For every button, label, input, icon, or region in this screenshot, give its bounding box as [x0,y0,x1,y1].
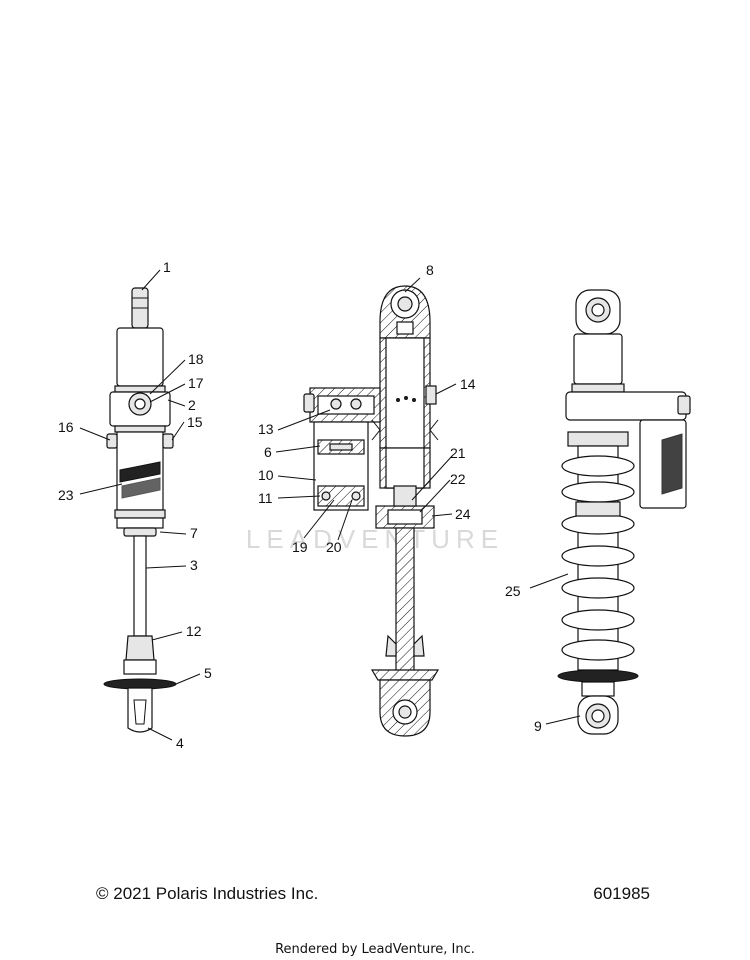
callout-14: 14 [460,376,476,392]
callout-1: 1 [163,259,171,275]
callout-25: 25 [505,583,521,599]
left-shock-assembly [103,287,177,733]
callout-6: 6 [264,444,272,460]
document-number: 601985 [593,884,650,903]
right-shock-assembly [557,289,691,735]
callout-21: 21 [450,445,466,461]
callout-2: 2 [188,397,196,413]
rendered-by-text: Rendered by LeadVenture, Inc. [275,942,475,957]
callout-12: 12 [186,623,202,639]
leader-lines [79,269,581,741]
callout-22: 22 [450,471,466,487]
watermark-text: LEADVENTURE [246,524,504,554]
callout-24: 24 [455,506,471,522]
callout-19: 19 [292,539,308,555]
callout-7: 7 [190,525,198,541]
callout-13: 13 [258,421,274,437]
center-shock-section [303,285,440,737]
callout-20: 20 [326,539,342,555]
callout-16: 16 [58,419,74,435]
callout-11: 11 [258,490,273,506]
copyright-text: © 2021 Polaris Industries Inc. [96,884,319,903]
callout-15: 15 [187,414,203,430]
callout-labels: 1 18 17 2 16 15 23 7 3 12 5 4 8 14 13 6 … [58,259,542,751]
callout-17: 17 [188,375,204,391]
callout-8: 8 [426,262,434,278]
callout-18: 18 [188,351,204,367]
callout-10: 10 [258,467,274,483]
callout-4: 4 [176,735,184,751]
callout-5: 5 [204,665,212,681]
callout-9: 9 [534,718,542,734]
callout-3: 3 [190,557,198,573]
callout-23: 23 [58,487,74,503]
coil-spring [561,455,635,661]
